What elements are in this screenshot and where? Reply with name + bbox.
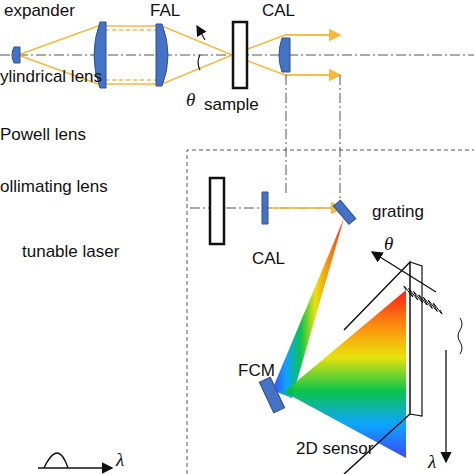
part-label: grating <box>372 203 424 222</box>
wavelength-symbol: λ <box>428 452 436 473</box>
part-label: Powell lens <box>0 126 86 145</box>
part-label: CAL <box>262 2 295 21</box>
part-label: expander <box>4 2 75 21</box>
signal-wave <box>404 286 442 314</box>
part-label: tunable laser <box>22 243 119 262</box>
part-label: FCM <box>238 362 275 381</box>
part-label: FAL <box>150 2 180 21</box>
part-label: 2D sensor <box>296 440 373 459</box>
part-label: CAL <box>252 250 285 269</box>
part-label: sample <box>204 96 259 115</box>
part-label: ollimating lens <box>0 178 108 197</box>
part-label: ylindrical lens <box>0 68 102 87</box>
angle-symbol: θ <box>384 234 393 255</box>
angle-symbol: θ <box>186 90 195 111</box>
wavelength-symbol: λ <box>116 450 124 471</box>
